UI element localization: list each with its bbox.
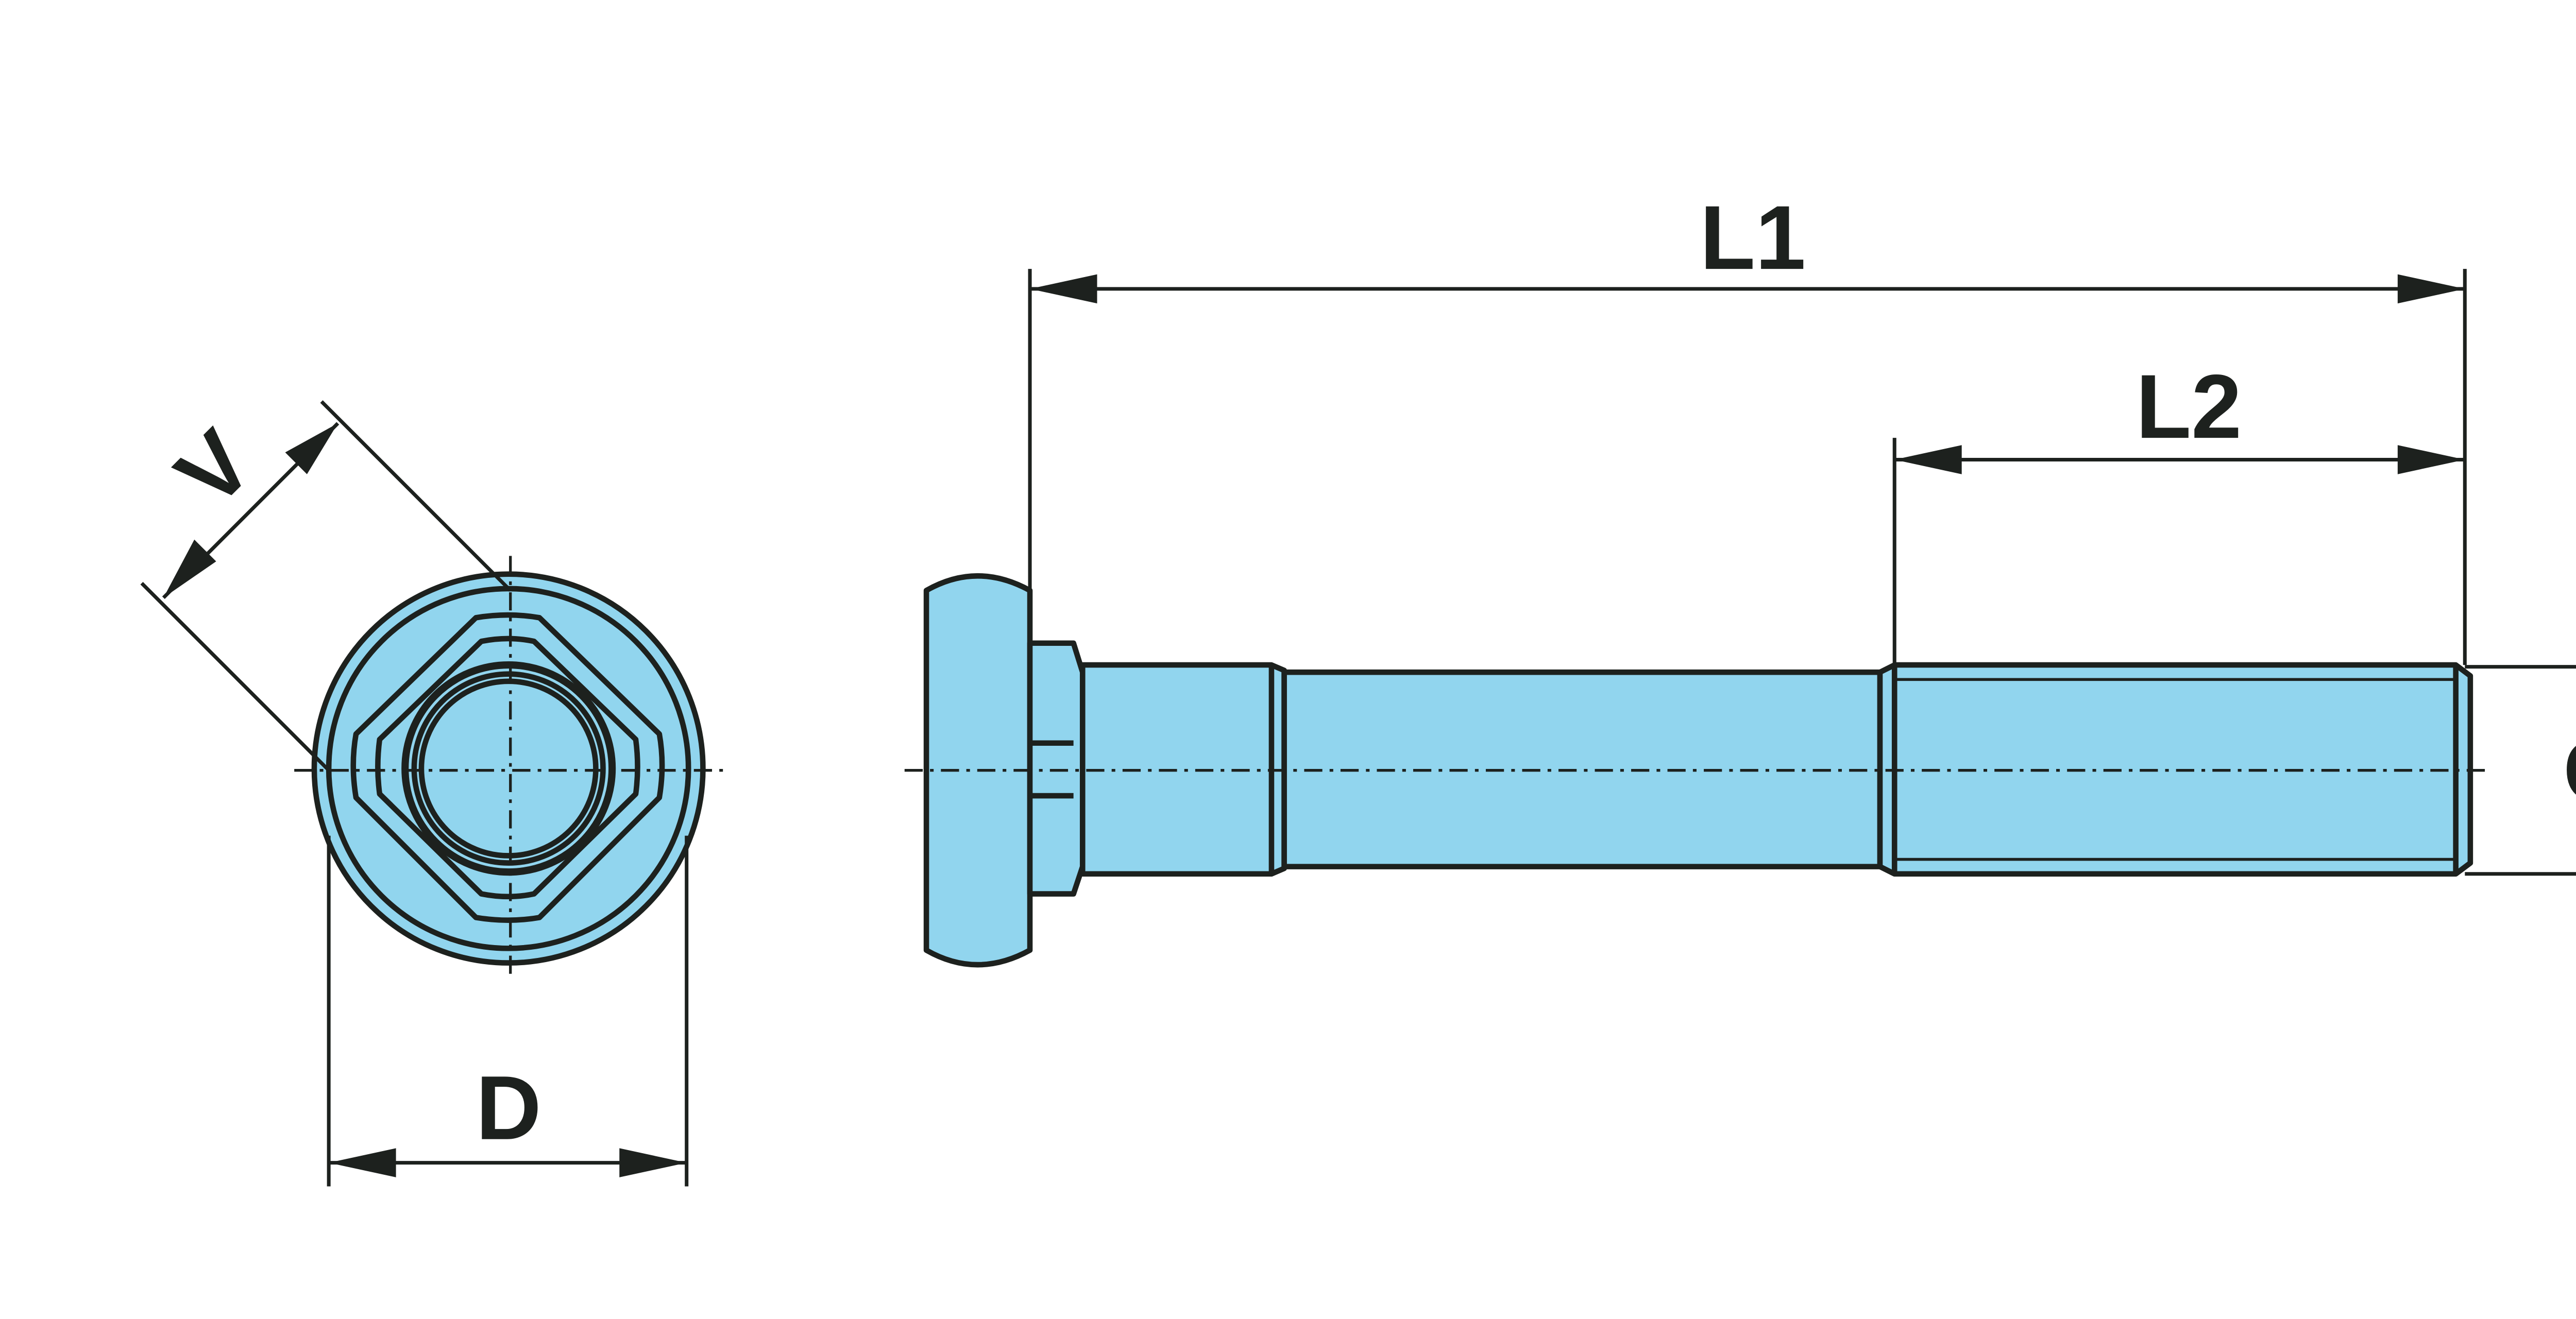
arrow-left-icon: [1030, 274, 1097, 304]
shank-circle-outer: [411, 671, 606, 866]
label-l1: L1: [1700, 187, 1806, 288]
label-l2: L2: [2136, 356, 2242, 457]
arrow-up-right-icon: [285, 423, 338, 474]
arrow-left-icon: [329, 1148, 396, 1177]
dimension-l2: L2: [1892, 356, 2465, 665]
label-d: D: [476, 1057, 541, 1159]
dimension-d: D: [327, 835, 689, 1187]
label-g: G: [2548, 735, 2576, 806]
arrow-right-icon: [619, 1148, 687, 1177]
shank-circle-inner: [418, 678, 599, 859]
side-view: [904, 573, 2493, 968]
bolt-neck: [1027, 640, 1086, 897]
dimension-g: G: [2465, 665, 2576, 876]
collar-circle: [401, 661, 616, 876]
arrow-right-icon: [2397, 274, 2465, 304]
end-view: [294, 556, 723, 981]
arrow-down-left-icon: [163, 539, 216, 598]
dimension-l1: L1: [1028, 187, 2467, 665]
arrow-left-icon: [1894, 445, 1962, 474]
bolt-thread: [1877, 662, 2473, 877]
arrow-right-icon: [2397, 445, 2465, 474]
